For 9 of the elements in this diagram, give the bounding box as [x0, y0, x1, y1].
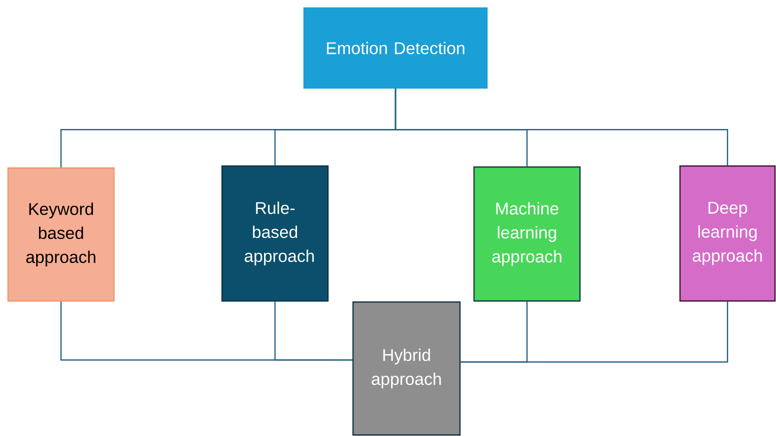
approach-box: Keyword based approach — [7, 167, 115, 302]
connector-line — [460, 302, 728, 363]
approach-box: Rule-based approach — [221, 165, 329, 302]
title-box: Emotion Detection — [303, 7, 488, 89]
connector-line — [394, 88, 728, 166]
connector-line — [274, 302, 352, 361]
approach-box: Machine learning approach — [473, 166, 581, 302]
approach-box: Deep learning approach — [679, 165, 776, 302]
approach-box: Hybrid approach — [352, 301, 461, 436]
